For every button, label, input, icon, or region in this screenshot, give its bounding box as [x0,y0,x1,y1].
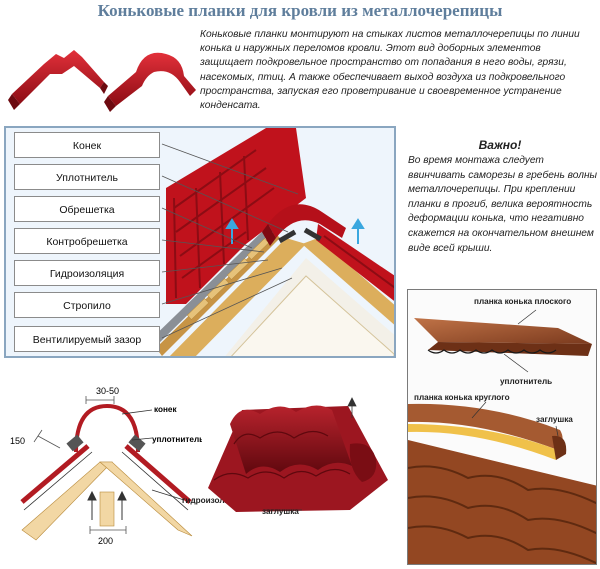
dim-bottom-label: 200 [98,536,113,546]
intro-paragraph: Коньковые планки монтируют на стыках лис… [200,29,580,112]
label-end-cap-3d: заглушка [262,507,299,516]
label-membrane: гидроизоляция [182,496,245,505]
ridge-profiles-illustration [8,50,196,112]
label-seal: уплотнитель [152,435,202,444]
layer-label-battens: Обрешетка [14,196,160,222]
layer-label-ventilated-gap: Вентилируемый зазор [14,326,160,352]
label-photo-end-cap: заглушка [536,415,573,424]
page-title: Коньковые планки для кровли из металлоче… [97,1,503,20]
label-photo-seal: уплотнитель [500,377,553,386]
roof-layers-diagram: Конек Уплотнитель Обрешетка Контробрешет… [4,126,396,358]
layer-label-membrane: Гидроизоляция [14,260,160,286]
layer-label-counter-battens: Контробрешетка [14,228,160,254]
dim-side-label: 150 [10,436,25,446]
label-round-ridge: планка конька круглого [414,393,510,402]
layer-label-seal: Уплотнитель [14,164,160,190]
round-ridge-profile [104,52,196,112]
roof-cross-section [6,128,394,356]
layer-label-ridge: Конек [14,132,160,158]
ridge-section-drawing: 30-50 150 200 конек уплотнитель [10,386,202,546]
flat-ridge-profile [8,50,108,110]
ridge-photo [408,309,596,564]
important-title: Важно! [478,138,522,152]
ridge-3d-illustration [208,397,388,512]
label-ridge: конек [154,405,177,414]
label-flat-ridge: планка конька плоского [474,297,572,306]
important-text: Во время монтажа следует ввинчивать само… [408,155,598,254]
ridge-photo-panel: планка конька плоского уплотнитель планк… [407,289,597,565]
dim-top-label: 30-50 [96,386,119,396]
layer-label-rafter: Стропило [14,292,160,318]
